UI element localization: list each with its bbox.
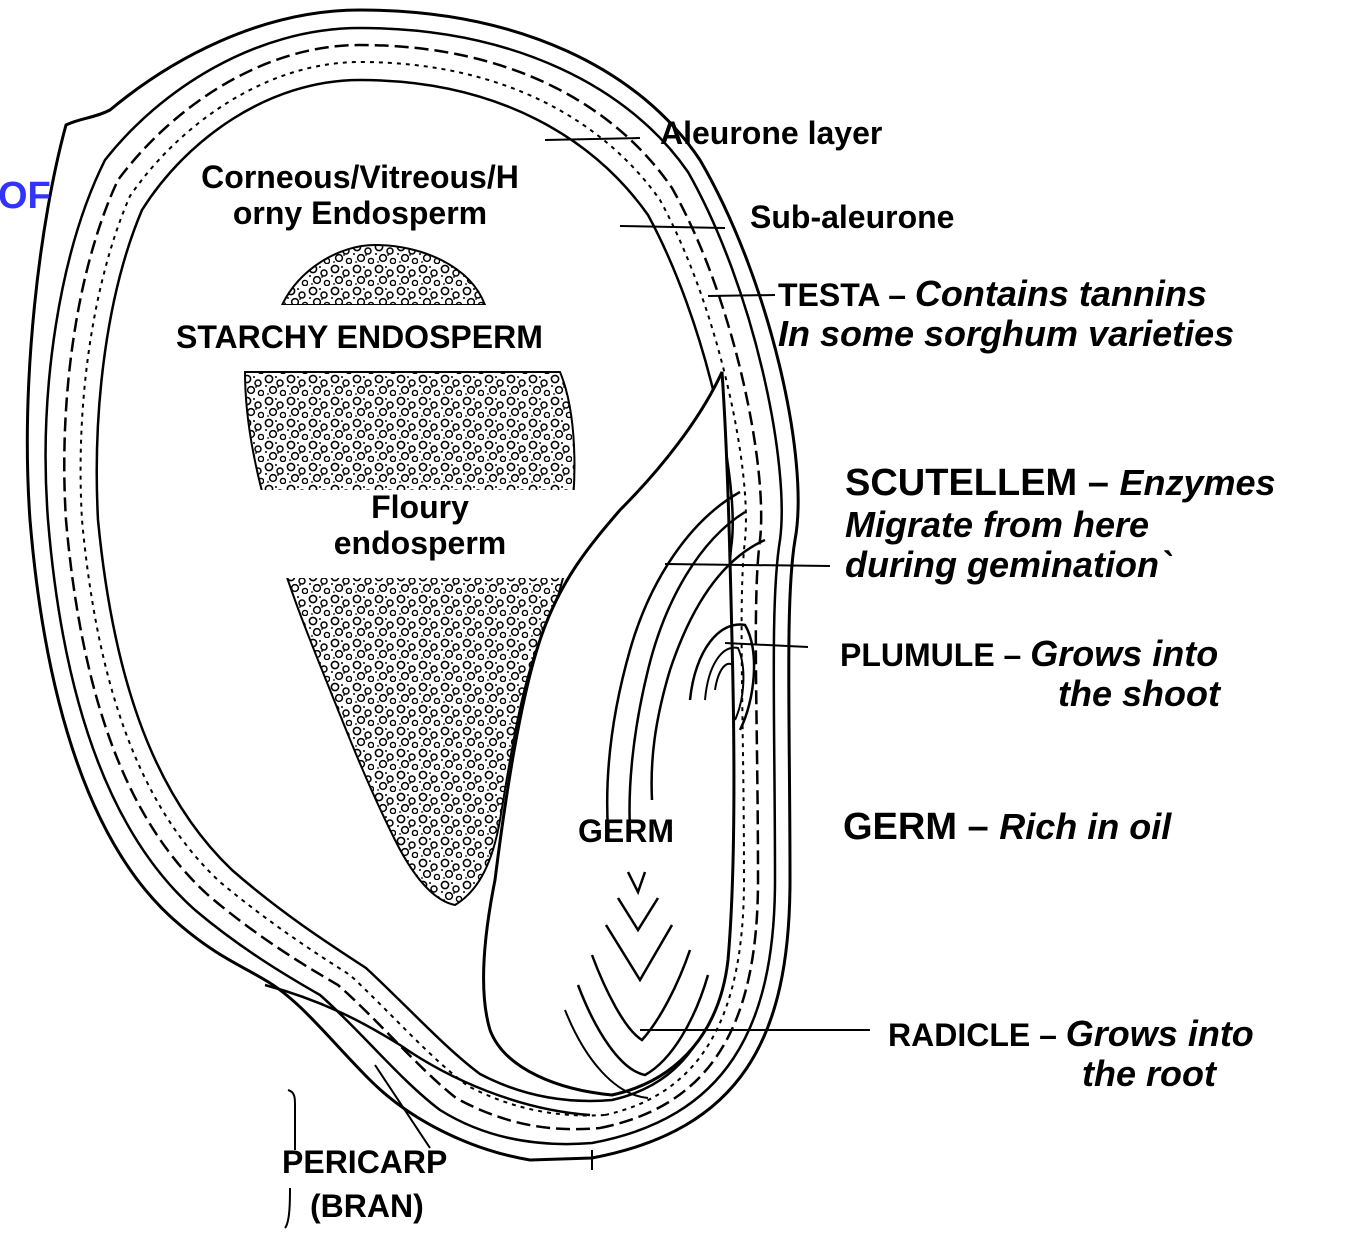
label-corneous-endosperm: Corneous/Vitreous/H orny Endosperm xyxy=(170,160,550,232)
label-floury-line1: Floury xyxy=(280,490,560,526)
floury-core-upper xyxy=(282,245,485,305)
leader-aleurone xyxy=(545,138,640,140)
pericarp-line2: (BRAN) xyxy=(282,1189,447,1225)
radicle-desc-line1: Grows into xyxy=(1066,1013,1254,1054)
radicle-desc-line2: the root xyxy=(888,1054,1254,1094)
label-corneous-line1: Corneous/Vitreous/H xyxy=(170,160,550,196)
testa-desc-line1: Contains tannins xyxy=(915,273,1207,314)
scutellem-desc-line2: Migrate from here xyxy=(845,505,1276,545)
label-starchy-endosperm: STARCHY ENDOSPERM xyxy=(176,320,543,356)
label-germ: GERM – Rich in oil xyxy=(843,806,1171,849)
label-testa: TESTA – Contains tannins In some sorghum… xyxy=(778,274,1234,355)
label-floury-line2: endosperm xyxy=(280,526,560,562)
title-fragment: OF xyxy=(0,175,51,218)
plumule-name: PLUMULE – xyxy=(840,637,1030,673)
label-plumule: PLUMULE – Grows into the shoot xyxy=(840,634,1220,715)
scutellem-desc-line1: Enzymes xyxy=(1119,462,1275,503)
testa-desc-line2: In some sorghum varieties xyxy=(778,314,1234,354)
label-radicle: RADICLE – Grows into the root xyxy=(888,1014,1254,1095)
scutellem-name: SCUTELLEM – xyxy=(845,462,1119,504)
label-germ-inner: GERM xyxy=(578,814,674,850)
label-pericarp: PERICARP (BRAN) xyxy=(282,1145,447,1225)
plumule-desc-line1: Grows into xyxy=(1030,633,1218,674)
leader-plumule xyxy=(725,643,808,647)
label-scutellem: SCUTELLEM – Enzymes Migrate from here du… xyxy=(845,462,1276,585)
leader-testa xyxy=(708,295,775,296)
plumule-desc-line2: the shoot xyxy=(840,674,1220,714)
scutellem-desc-line3: during gemination` xyxy=(845,545,1276,585)
testa-name: TESTA – xyxy=(778,277,915,313)
leader-sub-aleurone xyxy=(620,226,725,228)
label-corneous-line2: orny Endosperm xyxy=(170,196,550,232)
pericarp-line1: PERICARP xyxy=(282,1145,447,1181)
label-aleurone-layer: Aleurone layer xyxy=(660,116,882,152)
germ-name: GERM – xyxy=(843,806,999,848)
radicle-name: RADICLE – xyxy=(888,1017,1066,1053)
germ-desc: Rich in oil xyxy=(999,806,1171,847)
label-sub-aleurone: Sub-aleurone xyxy=(750,200,954,236)
label-floury-endosperm: Floury endosperm xyxy=(280,490,560,562)
